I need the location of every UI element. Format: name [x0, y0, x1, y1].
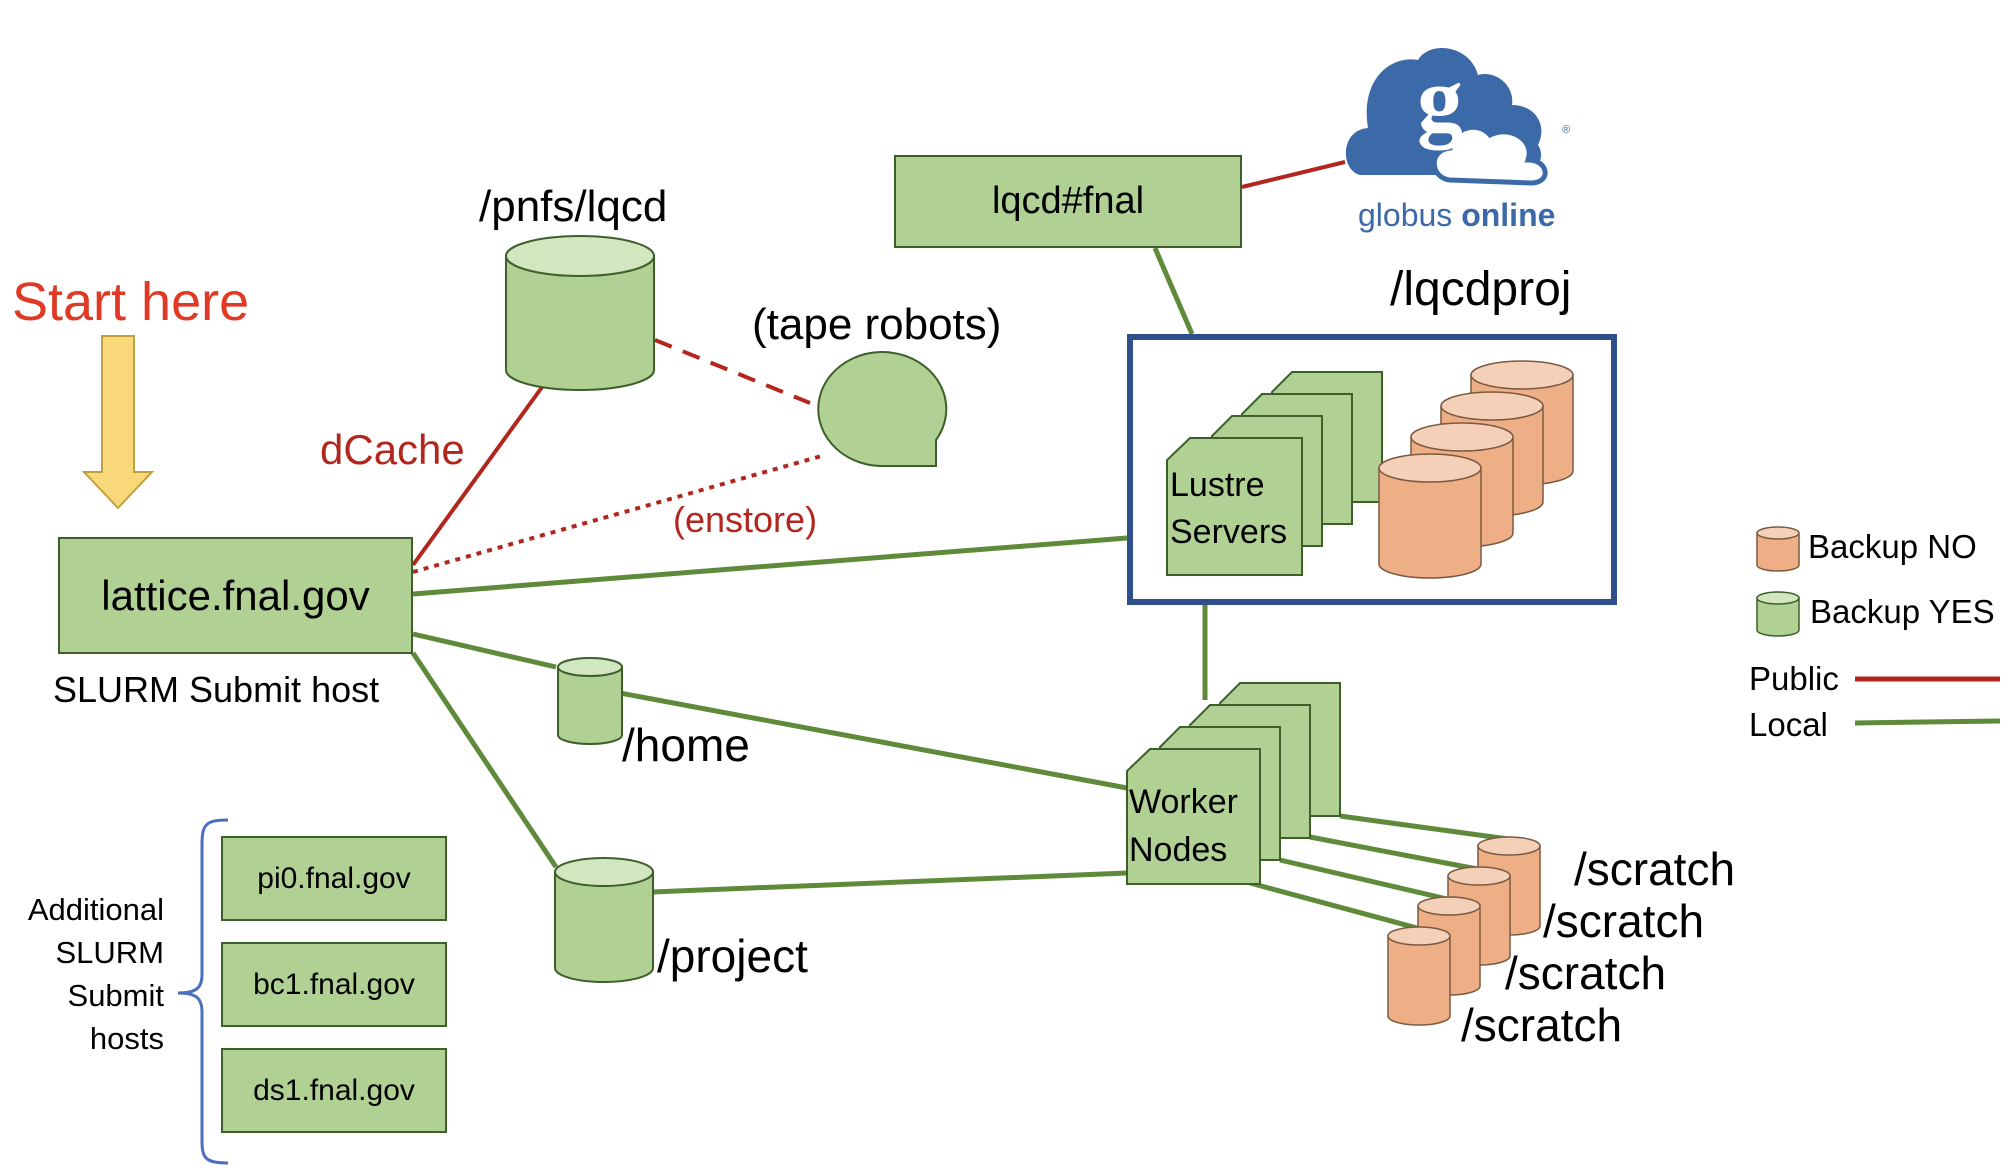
host-box-bc1: bc1.fnal.gov [221, 942, 447, 1027]
project-workers-link [651, 870, 1128, 895]
home-label: /home [622, 719, 750, 771]
scratch-label-1: /scratch [1574, 843, 1736, 895]
host-name-pi0: pi0.fnal.gov [257, 861, 411, 895]
globus-logo: g ® [1345, 48, 1570, 186]
worker-nodes-label: Worker Nodes [1129, 778, 1238, 874]
tape-robots-label: (tape robots) [752, 300, 1002, 349]
scratch-disk-stack [1387, 836, 1541, 1026]
legend-orange-cylinder [1756, 526, 1800, 572]
host-name-bc1: bc1.fnal.gov [253, 967, 415, 1001]
lattice-host-name: lattice.fnal.gov [101, 571, 370, 619]
pnfs-tape-link [654, 338, 811, 405]
lqcdproj-label: /lqcdproj [1390, 263, 1572, 316]
legend-local: Local [1749, 706, 1828, 743]
caption-line-1: Additional [27, 892, 164, 927]
worker-label-line2: Nodes [1129, 831, 1228, 869]
host-name-ds1: ds1.fnal.gov [253, 1073, 415, 1107]
lattice-home-link [412, 631, 557, 670]
workers-scratch-link-4 [1249, 880, 1418, 931]
caption-line-2: SLURM [55, 935, 164, 970]
scratch-disk-4 [1387, 926, 1451, 1026]
lattice-lustre-link [412, 535, 1128, 597]
globus-endpoint-box: lqcd#fnal [894, 155, 1242, 248]
worker-nodes-stack [1126, 682, 1341, 885]
lustre-label-line2: Servers [1170, 513, 1288, 551]
worker-label-line1: Worker [1129, 783, 1238, 821]
start-here-label: Start here [12, 272, 250, 332]
lustre-label-line1: Lustre [1170, 466, 1265, 504]
additional-hosts-caption: Additional SLURM Submit hosts [0, 888, 164, 1060]
host-box-ds1: ds1.fnal.gov [221, 1048, 447, 1133]
host-box-pi0: pi0.fnal.gov [221, 836, 447, 921]
pnfs-label: /pnfs/lqcd [479, 182, 668, 231]
lattice-host-box: lattice.fnal.gov [58, 537, 413, 654]
lattice-project-link [410, 651, 559, 869]
home-workers-link [619, 690, 1128, 791]
lustre-disk-stack [1378, 360, 1574, 579]
scratch-label-4: /scratch [1461, 999, 1623, 1051]
lustre-disk-4 [1378, 453, 1482, 579]
workers-scratch-link-3 [1279, 857, 1448, 902]
dcache-label: dCache [320, 426, 465, 473]
caption-line-3: Submit [67, 978, 164, 1013]
workers-scratch-link-1 [1339, 813, 1509, 842]
svg-text:®: ® [1562, 124, 1570, 136]
scratch-label-2: /scratch [1543, 895, 1705, 947]
online-word: online [1461, 197, 1556, 233]
legend-public: Public [1749, 660, 1839, 697]
scratch-label-3: /scratch [1505, 947, 1667, 999]
lattice-host-caption: SLURM Submit host [53, 669, 380, 710]
legend-backup-no: Backup NO [1808, 528, 1977, 565]
globus-link [1241, 160, 1346, 189]
project-cylinder [554, 857, 654, 983]
legend-backup-yes: Backup YES [1810, 593, 1995, 630]
caption-line-4: hosts [89, 1021, 164, 1056]
enstore-label: (enstore) [673, 499, 818, 540]
enstore-link [412, 453, 826, 574]
lustre-servers-label: Lustre Servers [1170, 462, 1287, 556]
tape-robot-icon [817, 351, 948, 467]
legend-local-line [1854, 718, 2001, 726]
globus-endpoint-name: lqcd#fnal [991, 180, 1145, 222]
project-label: /project [657, 930, 808, 982]
legend-green-cylinder [1756, 591, 1800, 637]
svg-text:g: g [1417, 48, 1463, 150]
home-cylinder [557, 657, 623, 745]
pnfs-cylinder [505, 235, 655, 391]
start-arrow [81, 335, 155, 510]
globus-word: globus [1358, 197, 1453, 233]
additional-hosts-brace [177, 818, 229, 1165]
workers-scratch-link-2 [1309, 834, 1478, 872]
lustre-servers-stack [1166, 371, 1383, 576]
globus-online-text: globus online [1358, 199, 1555, 231]
dcache-link [411, 381, 547, 567]
globus-lustre-link [1152, 247, 1195, 335]
